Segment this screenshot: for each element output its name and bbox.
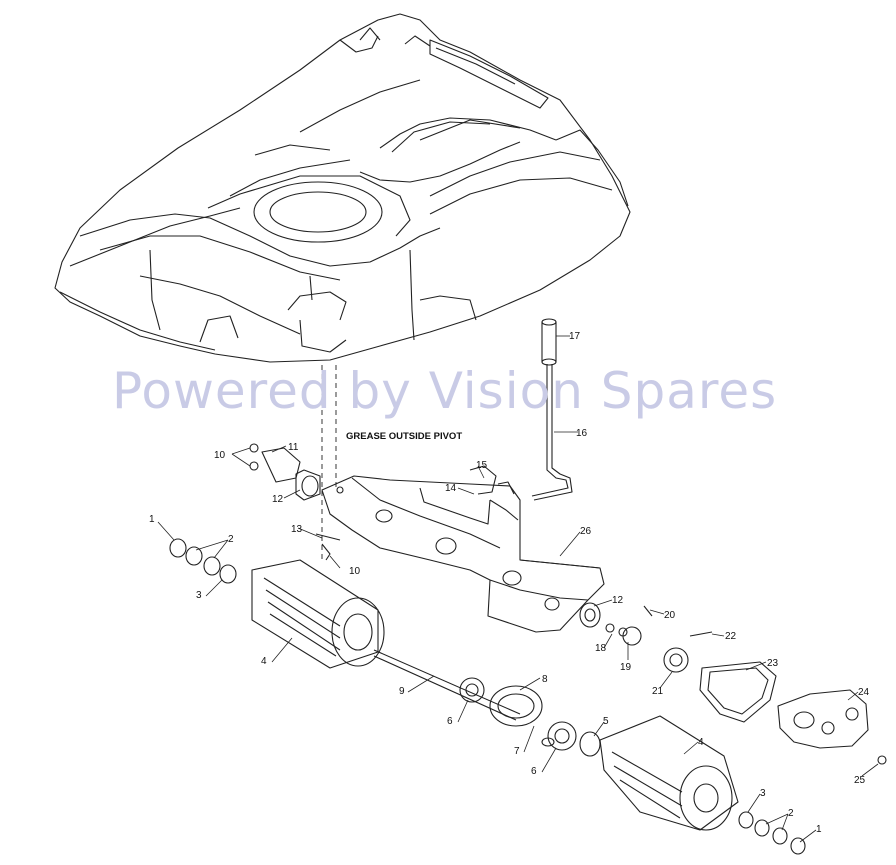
callout-7: 7 bbox=[514, 746, 520, 757]
callout-13: 13 bbox=[291, 524, 303, 535]
callout-12a: 12 bbox=[272, 494, 284, 505]
callout-1b: 1 bbox=[816, 824, 822, 835]
callout-9: 9 bbox=[399, 686, 405, 697]
small-parts-right bbox=[605, 605, 713, 673]
leader-lines bbox=[157, 335, 879, 843]
washers-left bbox=[169, 538, 237, 584]
pivot-frame bbox=[321, 465, 605, 633]
callout-17: 17 bbox=[569, 331, 581, 342]
callout-19: 19 bbox=[620, 662, 632, 673]
callout-22: 22 bbox=[725, 631, 737, 642]
callout-3a: 3 bbox=[196, 590, 202, 601]
callout-24: 24 bbox=[858, 687, 870, 698]
callout-2b: 2 bbox=[788, 808, 794, 819]
callout-4a: 4 bbox=[261, 656, 267, 667]
callout-26: 26 bbox=[580, 526, 592, 537]
callout-15: 15 bbox=[476, 460, 488, 471]
drive-chain bbox=[699, 661, 777, 723]
bolt-13 bbox=[315, 533, 341, 561]
callout-1a: 1 bbox=[149, 514, 155, 525]
callout-21: 21 bbox=[652, 686, 664, 697]
assembly-guide-lines bbox=[321, 365, 337, 560]
callout-numbers: 1 2 3 4 9 6 7 8 5 6 4 3 2 1 10 11 12 13 … bbox=[149, 331, 870, 835]
height-adjust-handle bbox=[541, 318, 557, 366]
axle-parts-center bbox=[459, 677, 601, 757]
callout-8: 8 bbox=[542, 674, 548, 685]
callout-6b: 6 bbox=[531, 766, 537, 777]
callout-23: 23 bbox=[767, 658, 779, 669]
callout-12b: 12 bbox=[612, 595, 624, 606]
washers-right bbox=[738, 811, 806, 855]
height-adjust-rod bbox=[531, 364, 573, 501]
callout-10a: 10 bbox=[214, 450, 226, 461]
callout-6a: 6 bbox=[447, 716, 453, 727]
roller-right bbox=[599, 715, 739, 831]
callout-3b: 3 bbox=[760, 788, 766, 799]
callout-18: 18 bbox=[595, 643, 607, 654]
grease-note: GREASE OUTSIDE PIVOT bbox=[346, 431, 463, 442]
callout-5: 5 bbox=[603, 716, 609, 727]
callout-10b: 10 bbox=[349, 566, 361, 577]
axle bbox=[373, 649, 521, 721]
callout-25: 25 bbox=[854, 775, 866, 786]
mower-deck bbox=[54, 13, 631, 363]
callout-4b: 4 bbox=[698, 737, 704, 748]
callout-16: 16 bbox=[576, 428, 588, 439]
callout-11: 11 bbox=[288, 442, 299, 453]
callout-2a: 2 bbox=[228, 534, 234, 545]
callout-20: 20 bbox=[664, 610, 676, 621]
chain-cover bbox=[777, 689, 887, 765]
pivot-bush-right bbox=[579, 602, 601, 628]
pivot-bracket-left bbox=[249, 443, 321, 501]
callout-14: 14 bbox=[445, 483, 457, 494]
roller-left bbox=[251, 559, 385, 669]
